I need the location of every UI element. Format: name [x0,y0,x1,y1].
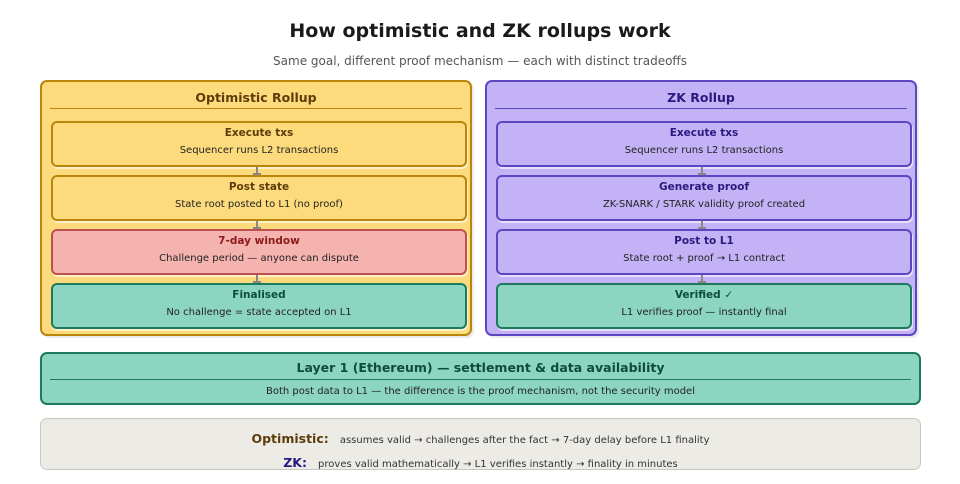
zk-rollup-panel: ZK Rollup Execute txs Sequencer runs L2 … [485,80,917,336]
summary-text-optimistic: assumes valid → challenges after the fac… [339,435,710,446]
step-desc: State root posted to L1 (no proof) [175,199,343,210]
optimistic-step-finalised: Finalised No challenge = state accepted … [51,283,467,329]
step-title: Generate proof [658,181,750,193]
layer1-box: Layer 1 (Ethereum) — settlement & data a… [40,352,921,405]
step-desc: Sequencer runs L2 transactions [179,145,339,156]
step-title: 7-day window [218,235,300,247]
divider [495,108,907,109]
step-title: Post to L1 [674,235,734,247]
step-title: Finalised [232,289,286,301]
summary-label-optimistic: Optimistic: [251,431,329,446]
arrow-connector [698,167,706,175]
optimistic-step-post-state: Post state State root posted to L1 (no p… [51,175,467,221]
step-title: Verified ✓ [674,289,734,301]
step-title: Execute txs [224,127,294,139]
layer1-title: Layer 1 (Ethereum) — settlement & data a… [296,360,665,375]
step-title: Execute txs [669,127,739,139]
step-desc: L1 verifies proof — instantly final [621,307,787,318]
arrow-connector [698,221,706,229]
summary-text-zk: proves valid mathematically → L1 verifie… [318,459,678,470]
diagram-subtitle: Same goal, different proof mechanism — e… [273,54,687,68]
arrow-connector [253,275,261,283]
step-desc: No challenge = state accepted on L1 [166,307,352,318]
divider [50,379,911,380]
optimistic-rollup-panel: Optimistic Rollup Execute txs Sequencer … [40,80,472,336]
step-desc: Sequencer runs L2 transactions [624,145,784,156]
summary-box: Optimistic: assumes valid → challenges a… [40,418,921,470]
zk-step-generate-proof: Generate proof ZK-SNARK / STARK validity… [496,175,912,221]
summary-row-optimistic: Optimistic: assumes valid → challenges a… [41,428,920,447]
step-desc: Challenge period — anyone can dispute [159,253,359,264]
zk-step-post-to-l1: Post to L1 State root + proof → L1 contr… [496,229,912,275]
zk-step-execute: Execute txs Sequencer runs L2 transactio… [496,121,912,167]
arrow-connector [253,221,261,229]
step-desc: State root + proof → L1 contract [623,253,785,264]
optimistic-step-challenge-window: 7-day window Challenge period — anyone c… [51,229,467,275]
diagram-title: How optimistic and ZK rollups work [289,20,671,42]
arrow-connector [698,275,706,283]
arrow-connector [253,167,261,175]
summary-label-zk: ZK: [283,455,307,470]
optimistic-panel-title: Optimistic Rollup [195,90,317,105]
summary-row-zk: ZK: proves valid mathematically → L1 ver… [41,452,920,471]
optimistic-step-execute: Execute txs Sequencer runs L2 transactio… [51,121,467,167]
divider [50,108,462,109]
layer1-desc: Both post data to L1 — the difference is… [266,386,695,397]
step-title: Post state [228,181,290,193]
step-desc: ZK-SNARK / STARK validity proof created [602,199,806,210]
zk-panel-title: ZK Rollup [667,90,735,105]
zk-step-verified: Verified ✓ L1 verifies proof — instantly… [496,283,912,329]
